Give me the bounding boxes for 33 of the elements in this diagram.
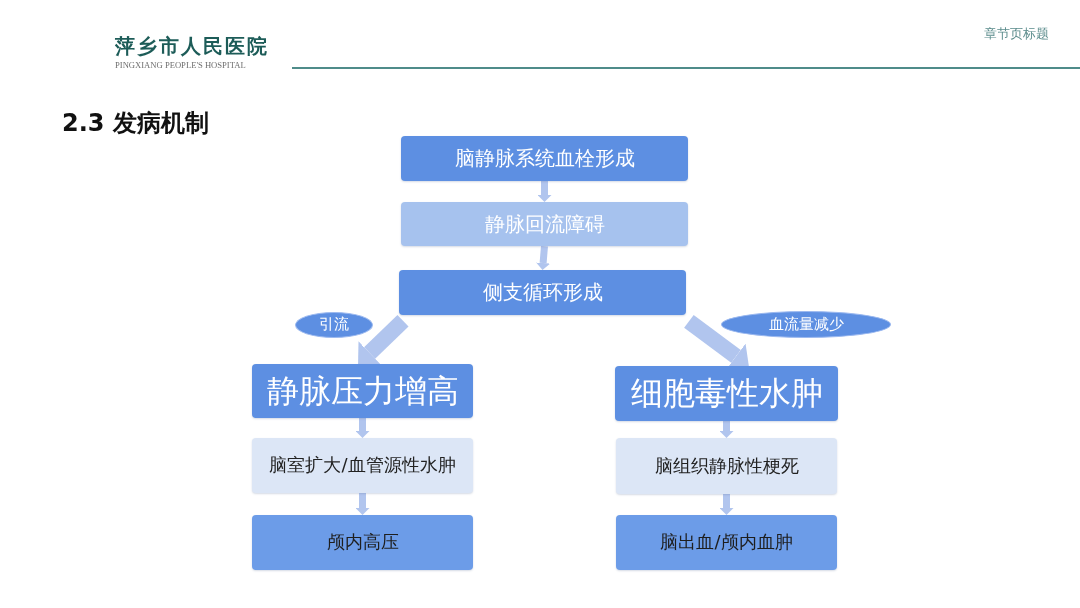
box-text: 细胞毒性水肿	[630, 375, 823, 412]
block-arrow	[358, 315, 409, 365]
oval-tag	[721, 311, 891, 338]
process-box	[252, 515, 473, 570]
process-box	[401, 136, 688, 181]
block-arrow	[537, 181, 552, 202]
block-arrow	[719, 494, 734, 515]
process-box	[401, 202, 688, 246]
process-box	[615, 366, 838, 421]
process-box	[399, 270, 686, 315]
box-text: 脑静脉系统血栓形成	[454, 147, 635, 170]
hospital-name-english: PINGXIANG PEOPLE'S HOSPITAL	[115, 60, 246, 71]
block-arrow	[536, 246, 551, 270]
box-text: 脑室扩大/血管源性水肿	[269, 455, 456, 476]
box-text: 脑组织静脉性梗死	[654, 455, 799, 477]
box-text: 颅内高压	[326, 532, 399, 553]
box-text: 静脉压力增高	[266, 372, 459, 410]
block-arrow	[719, 421, 734, 438]
box-text: 静脉回流障碍	[484, 212, 605, 236]
tag-text: 血流量减少	[768, 315, 844, 334]
tag-text: 引流	[319, 316, 349, 334]
hospital-name: 萍乡市人民医院	[115, 34, 269, 58]
block-arrow	[355, 418, 370, 438]
slide-title: 2.3 发病机制	[62, 109, 209, 138]
oval-tag	[295, 312, 373, 338]
process-box	[252, 438, 473, 493]
section-heading: 章节页标题	[984, 26, 1049, 42]
process-box	[252, 364, 473, 418]
box-text: 侧支循环形成	[482, 281, 603, 304]
box-text: 脑出血/颅内血肿	[660, 532, 793, 553]
block-arrow	[355, 493, 370, 515]
process-box	[616, 515, 837, 570]
process-box	[616, 438, 837, 494]
